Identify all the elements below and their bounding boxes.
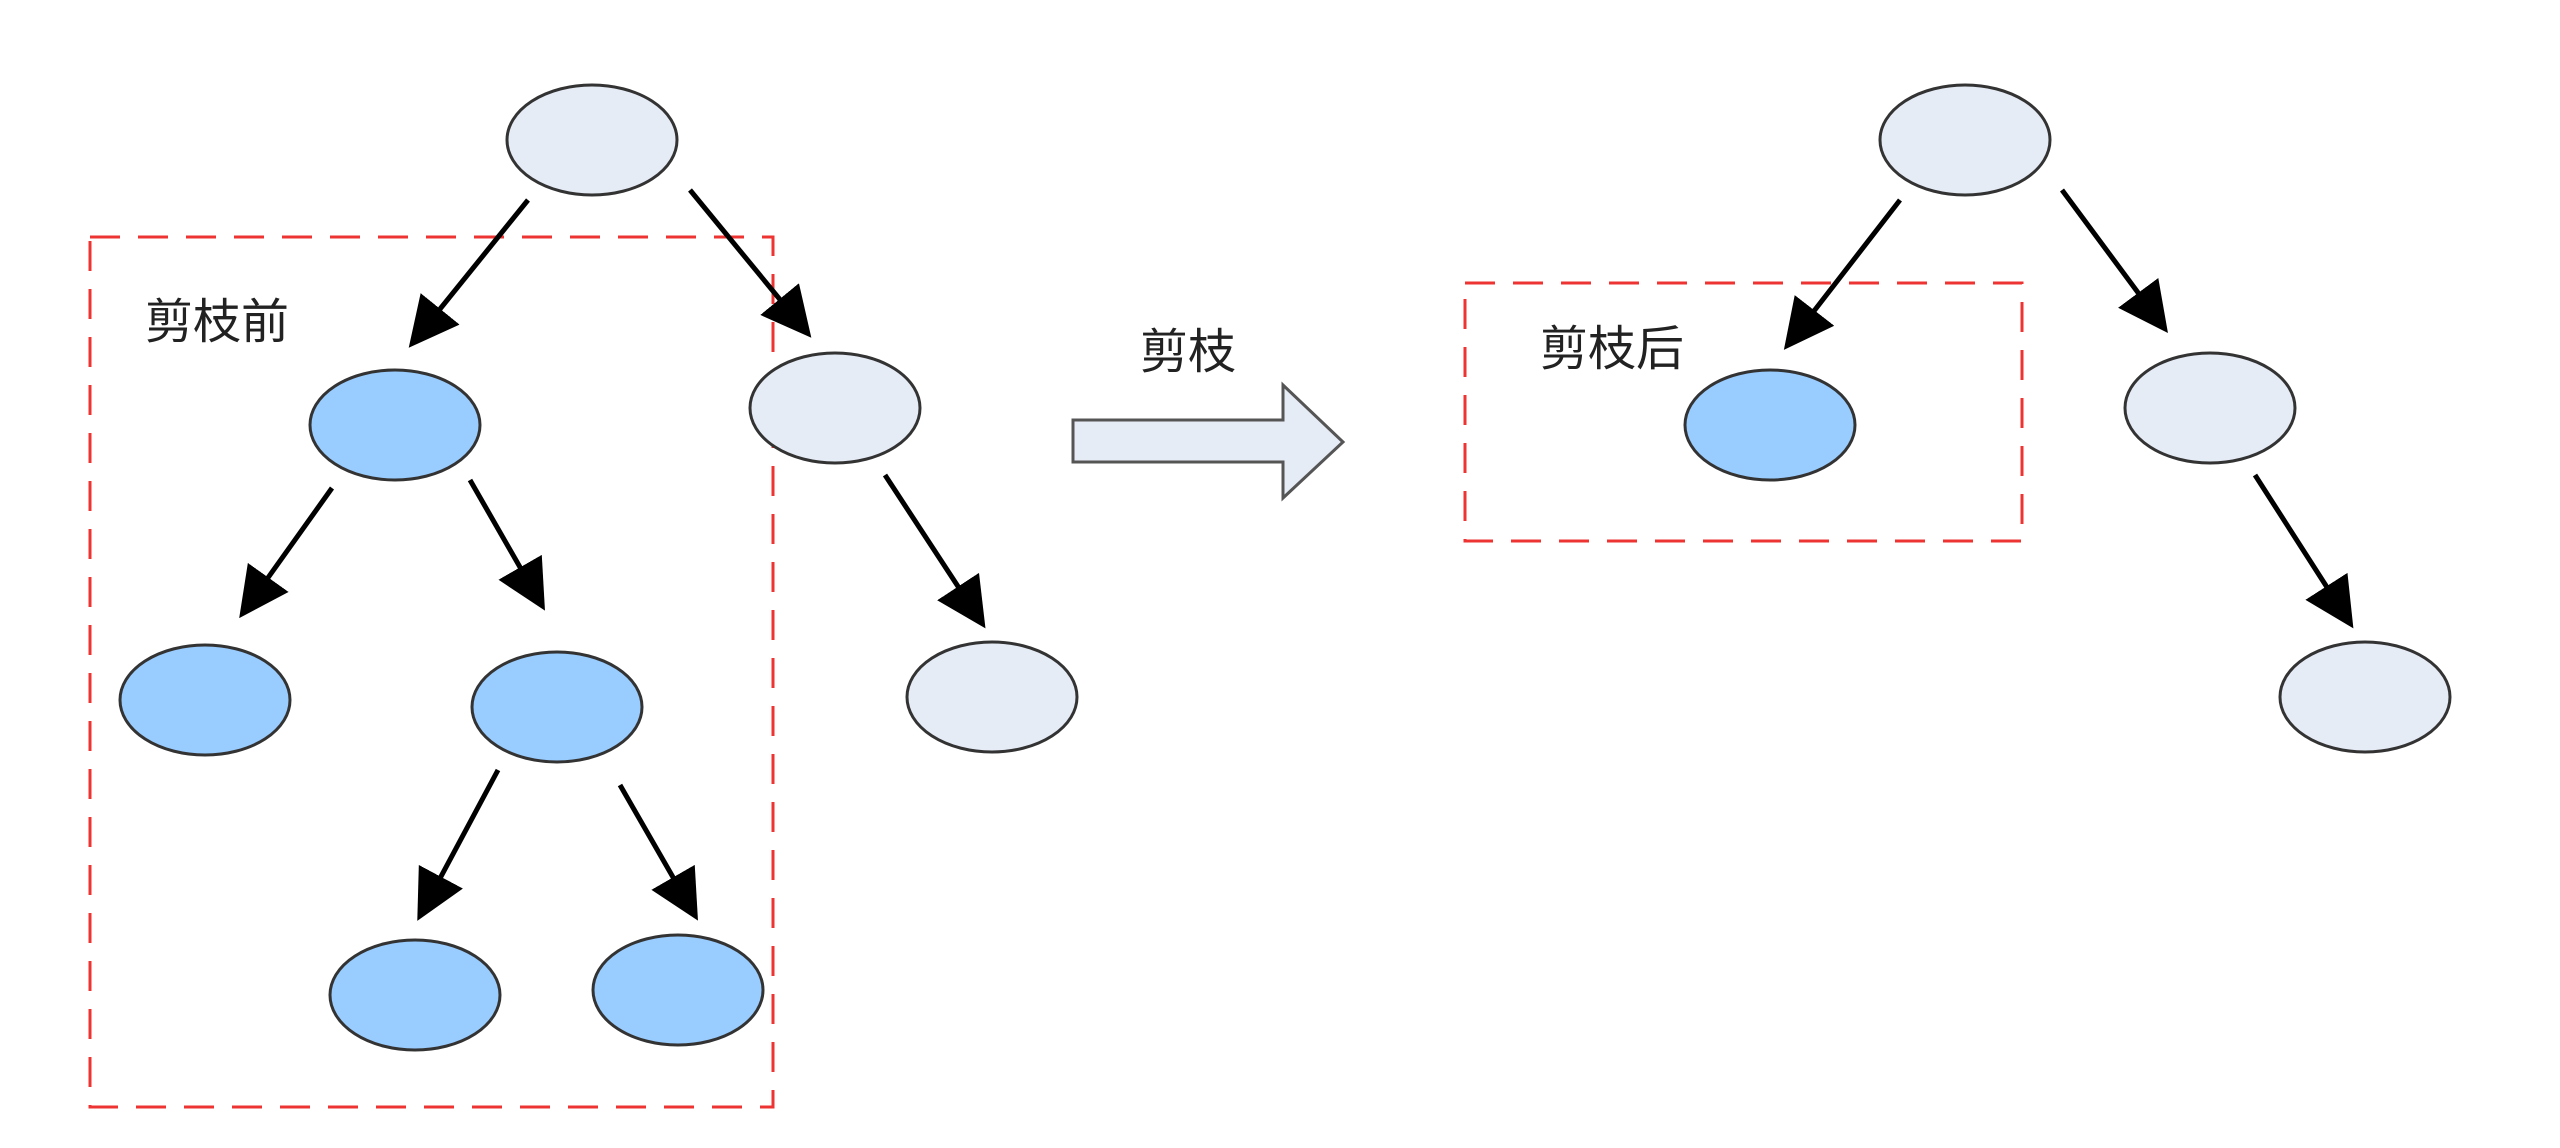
before-pruning-box	[88, 235, 775, 1109]
before-label: 剪枝前	[145, 294, 289, 350]
before-left-right-left-node	[328, 938, 502, 1052]
prune-arrow-icon	[1071, 381, 1346, 502]
after-right-child-node	[2278, 640, 2452, 754]
after-right-node	[2123, 351, 2297, 465]
before-left-right-right-node	[591, 933, 765, 1047]
action-label: 剪枝	[1140, 324, 1236, 380]
edge-left-leftleft	[239, 486, 335, 619]
prune-transition: 剪枝	[1071, 324, 1346, 502]
after-root-node	[1878, 83, 2052, 197]
before-left-right-node	[470, 650, 644, 764]
edge-right-rightchild	[882, 473, 986, 629]
edge-root-left	[408, 198, 530, 348]
after-tree: 剪枝后	[1463, 83, 2452, 754]
before-right-child-node	[905, 640, 1079, 754]
before-root-node	[505, 83, 679, 197]
after-pruning-box	[1463, 281, 2024, 543]
edge-after-root-right	[2059, 188, 2168, 334]
edge-leftright-leftrightright	[617, 783, 698, 921]
before-right-node	[748, 351, 922, 465]
before-tree: 剪枝前	[88, 83, 1079, 1109]
edge-after-right-rightchild	[2252, 473, 2354, 629]
edge-leftright-leftrightleft	[417, 768, 501, 921]
before-left-node	[308, 368, 482, 482]
after-label: 剪枝后	[1540, 321, 1684, 377]
edge-left-leftright	[467, 478, 545, 611]
before-left-left-node	[118, 643, 292, 757]
edge-after-root-left	[1783, 198, 1902, 350]
after-left-leaf-node	[1683, 368, 1857, 482]
edge-root-right	[688, 188, 812, 338]
